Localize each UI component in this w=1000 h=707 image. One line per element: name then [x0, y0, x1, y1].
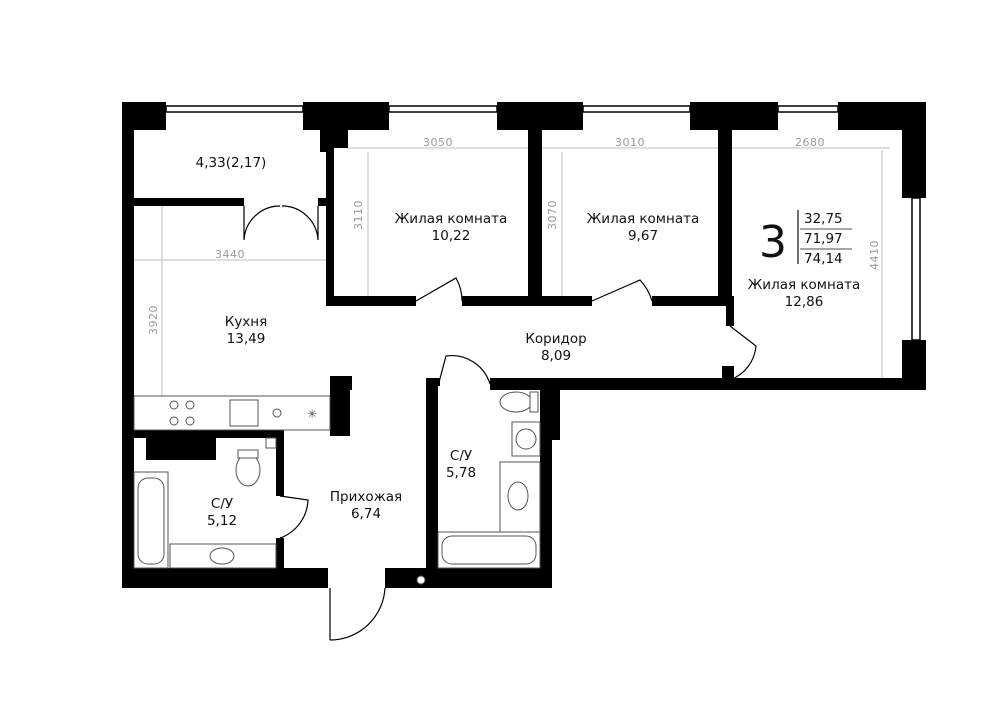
kitchen-name: Кухня — [225, 314, 268, 330]
area-with-balcony: 74,14 — [804, 251, 843, 267]
area-living: 32,75 — [804, 211, 843, 227]
bath1-fixtures — [133, 437, 277, 569]
area-total: 71,97 — [804, 231, 843, 247]
corridor-name: Коридор — [525, 331, 586, 347]
living3-name: Жилая комната — [748, 277, 860, 293]
kitchen-area: 13,49 — [227, 331, 266, 347]
bath1-area: 5,12 — [207, 513, 237, 529]
living1-width-label: 3050 — [423, 136, 453, 149]
living1-area: 10,22 — [432, 228, 471, 244]
balcony-area: 4,33(2,17) — [196, 155, 267, 171]
rooms-count: 3 — [759, 217, 787, 268]
living2-name: Жилая комната — [587, 211, 699, 227]
kitchen-fixtures: ✳ — [133, 395, 331, 431]
living1-name: Жилая комната — [395, 211, 507, 227]
living2-area: 9,67 — [628, 228, 658, 244]
living2-width-label: 3010 — [615, 136, 645, 149]
corridor-area: 8,09 — [541, 348, 571, 364]
apartment-summary: 3 32,75 71,97 74,14 — [759, 210, 852, 268]
living3-depth-label: 4410 — [868, 240, 881, 270]
dimension-lines — [134, 147, 890, 430]
bath2-area: 5,78 — [446, 465, 476, 481]
bath1-name: С/У — [211, 496, 233, 512]
kitchen-depth-label: 3920 — [147, 305, 160, 335]
bath2-name: С/У — [450, 448, 472, 464]
living2-depth-label: 3070 — [546, 200, 559, 230]
living3-width-label: 2680 — [795, 136, 825, 149]
exterior-walls — [122, 102, 926, 588]
windows — [165, 105, 921, 341]
interior-walls — [134, 128, 734, 574]
fan-icon: ✳ — [307, 407, 317, 421]
hall-area: 6,74 — [351, 506, 381, 522]
bath2-fixtures — [416, 391, 541, 585]
living1-depth-label: 3110 — [352, 200, 365, 230]
living3-area: 12,86 — [785, 294, 824, 310]
kitchen-width-label: 3440 — [215, 248, 245, 261]
doors — [243, 205, 757, 641]
hall-name: Прихожая — [330, 489, 402, 505]
